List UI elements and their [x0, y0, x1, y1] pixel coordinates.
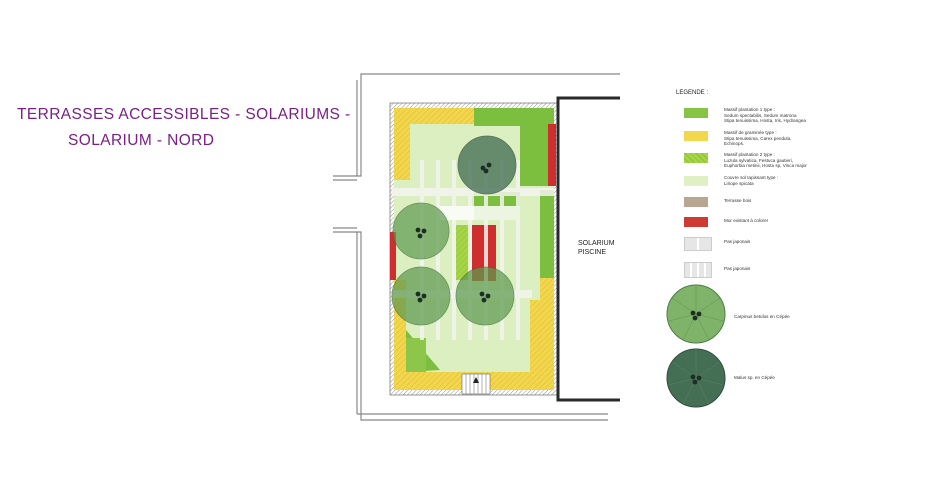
legend-swatch	[684, 262, 712, 278]
building-outline	[333, 73, 620, 421]
pool-frame	[556, 96, 620, 402]
tree-carpinus-left-top	[392, 202, 450, 260]
legend-swatch	[684, 176, 708, 186]
legend-carpinus-symbol	[666, 284, 726, 344]
legend-swatch	[684, 217, 708, 227]
legend-malus-label: Malus sp. en Cépée	[734, 375, 775, 380]
legend-malus-symbol	[666, 348, 726, 408]
plan-title-line2: SOLARIUM - NORD	[68, 132, 215, 149]
tree-carpinus-left-bottom	[391, 266, 451, 326]
entry-stairs	[461, 373, 491, 395]
tree-carpinus-right-bottom	[455, 266, 515, 326]
legend-swatch	[684, 153, 708, 163]
legend-swatch	[684, 197, 708, 207]
legend-swatch	[684, 131, 708, 141]
plan-title-line1: TERRASSES ACCESSIBLES - SOLARIUMS -	[17, 106, 351, 123]
legend-carpinus-label: Carpinus betulus en Cépée	[734, 314, 790, 319]
legend-swatch	[684, 108, 708, 118]
legend-heading: LEGENDE :	[676, 90, 709, 96]
tree-malus-top	[457, 135, 517, 195]
legend-swatch	[684, 237, 712, 251]
pool-label: SOLARIUM PISCINE	[578, 240, 615, 256]
